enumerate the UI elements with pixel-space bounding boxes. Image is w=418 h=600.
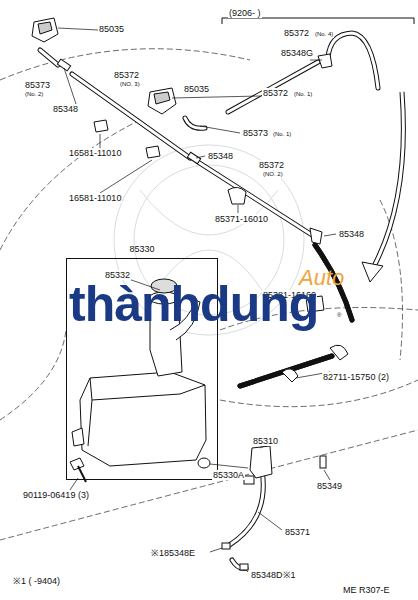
watermark: thànhdung [68,278,319,330]
part-number: 85373 [242,128,269,138]
part-number: 85348 [207,151,234,161]
sub-label: (NO. 2) [262,171,284,178]
part-number: 85371 [284,527,311,537]
sub-label: (No. 2) [24,91,44,98]
part-number: 85349 [316,481,343,491]
part-number: 85035 [183,84,210,94]
part-number: ME R307-E [342,585,391,595]
part-number: 16581-11010 [68,193,122,203]
part-number: 85035 [98,24,125,34]
part-number: 85372 [283,28,310,38]
sub-label: (No. 1) [293,91,313,98]
callout-number: 85330 [66,244,218,254]
part-number: 85348G [280,48,314,58]
part-number: ※185348E [150,548,196,558]
part-number: 85371-16010 [214,214,269,224]
part-number: 85330A [212,470,245,480]
part-number: 85372 [113,70,140,80]
part-number: 16581-11010 [68,148,122,158]
part-number: 85310 [252,436,279,446]
part-number: 85372 [258,160,285,170]
part-number: ※1 ( -9404) [12,576,61,586]
sub-label: (No. 1) [272,131,292,138]
part-number: 90119-06419 (3) [22,490,90,500]
part-number: 85348D※1 [250,570,297,580]
part-number: 85372 [262,88,289,98]
part-number: 82711-15750 (2) [322,372,390,382]
part-number: 85348 [338,229,365,239]
watermark: Auto [298,266,345,290]
part-number: 85348 [52,104,79,114]
sub-label: (NO. 3) [119,81,141,88]
sub-label: (No. 4) [314,31,334,38]
sub-label: ® [336,312,342,319]
part-number: (9206- ) [228,8,262,18]
part-number: 85373 [24,80,51,90]
